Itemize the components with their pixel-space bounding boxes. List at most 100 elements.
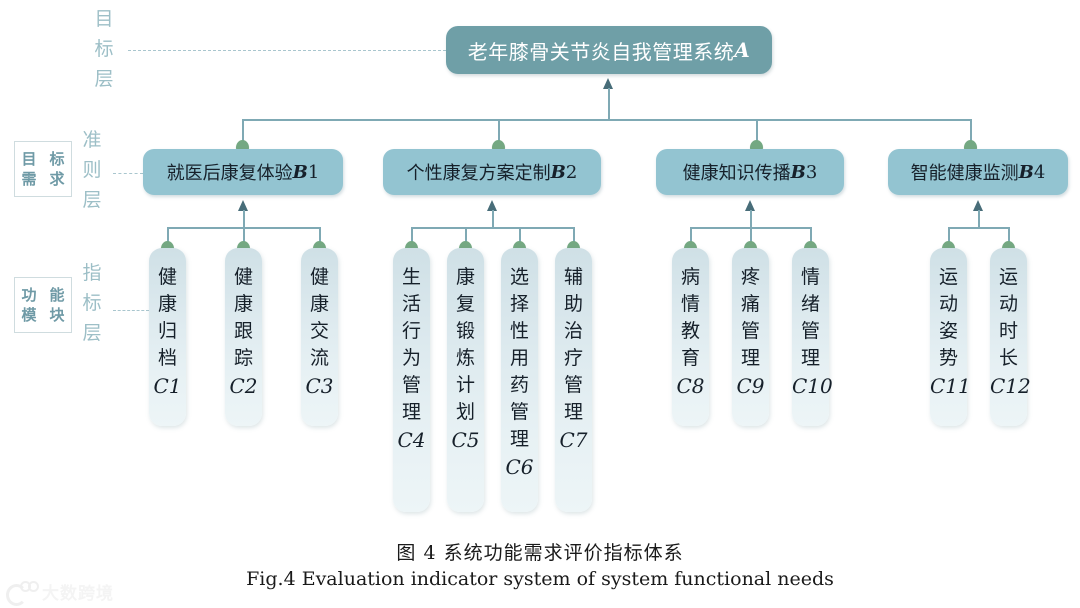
watermark-logo-icon (6, 580, 39, 606)
watermark-text: 大数跨境 (42, 584, 114, 604)
connector-trunk-b1 (243, 210, 245, 228)
node-indicator-code: C6 (505, 455, 534, 479)
node-indicator-C3[interactable]: 健康交流 C3 (301, 248, 338, 426)
node-indicator-C4[interactable]: 生活行为管理 C4 (393, 248, 430, 512)
connector-drop-c1 (167, 227, 169, 247)
node-indicator-code: C7 (559, 428, 588, 452)
node-indicator-code: C11 (930, 374, 971, 398)
axis-char: 则 (82, 159, 102, 181)
connector-trunk-b4 (978, 210, 980, 228)
node-indicator-code: C9 (736, 374, 765, 398)
node-goal-label: 老年膝骨关节炎自我管理系统 (467, 39, 735, 64)
node-indicator-C12[interactable]: 运动时长 C12 (990, 248, 1031, 426)
connector-drop-b2 (498, 119, 500, 146)
node-indicator-text: 情绪管理 C10 (792, 266, 833, 398)
node-indicator-C1[interactable]: 健康归档 C1 (149, 248, 186, 426)
node-indicator-C10[interactable]: 情绪管理 C10 (792, 248, 833, 426)
axis-char: 需 (21, 170, 37, 188)
axis-box-function-module: 功 能 模 块 (14, 277, 72, 333)
node-indicator-code: C4 (397, 428, 426, 452)
node-indicator-text: 病情教育 C8 (672, 264, 709, 399)
arrow-to-b4 (973, 200, 983, 211)
node-indicator-text: 疼痛管理 C9 (732, 264, 769, 399)
arrow-to-b1 (238, 200, 248, 211)
axis-char: 功 (21, 286, 37, 304)
node-goal-code: A (734, 38, 751, 62)
dashed-guide-indicator (113, 310, 149, 311)
connector-drop-c9 (750, 227, 752, 247)
connector-bus-criteria (242, 119, 970, 121)
connector-trunk-b2 (492, 210, 494, 228)
axis-char: 标 (82, 292, 102, 314)
dashed-guide-criteria (113, 173, 143, 174)
axis-char: 指 (82, 262, 102, 284)
arrow-to-b2 (487, 200, 497, 211)
node-indicator-code: C12 (990, 374, 1031, 398)
connector-drop-c2 (243, 227, 245, 247)
node-indicator-text: 健康交流 C3 (301, 264, 338, 399)
connector-drop-b1 (242, 119, 244, 146)
axis-char: 标 (49, 150, 65, 168)
axis-char: 求 (49, 170, 65, 188)
figure-caption-cn: 图 4 系统功能需求评价指标体系 (396, 542, 684, 564)
connector-drop-b4 (970, 119, 972, 146)
node-indicator-text: 健康跟踪 C2 (225, 264, 262, 399)
node-criteria-label: 个性康复方案定制 (406, 163, 551, 184)
node-criteria-code: B3 (790, 161, 818, 183)
connector-bus-b4 (948, 227, 1008, 229)
axis-char: 目 (94, 8, 114, 30)
node-indicator-text: 康复锻炼计划 C5 (447, 264, 484, 453)
axis-char: 准 (82, 129, 102, 151)
dashed-guide-goal (128, 50, 446, 51)
node-criteria-label: 就医后康复体验 (166, 163, 293, 184)
connector-drop-c4 (411, 227, 413, 247)
axis-char: 层 (82, 189, 102, 211)
node-indicator-C6[interactable]: 选择性用药管理 C6 (501, 248, 538, 512)
node-indicator-C5[interactable]: 康复锻炼计划 C5 (447, 248, 484, 512)
axis-label-criteria-layer: 准 则 层 (80, 125, 104, 215)
connector-drop-c3 (319, 227, 321, 247)
node-indicator-code: C5 (451, 428, 480, 452)
node-indicator-C11[interactable]: 运动姿势 C11 (930, 248, 971, 426)
axis-char: 能 (49, 286, 65, 304)
node-indicator-text: 选择性用药管理 C6 (501, 264, 538, 480)
node-criteria-code: B4 (1018, 161, 1046, 183)
node-indicator-C8[interactable]: 病情教育 C8 (672, 248, 709, 426)
node-indicator-text: 运动时长 C12 (990, 266, 1031, 398)
node-indicator-text: 辅助治疗管理 C7 (555, 264, 592, 453)
node-criteria-label: 智能健康监测 (910, 163, 1019, 184)
axis-label-indicator-layer: 指 标 层 (80, 258, 104, 348)
node-indicator-text: 健康归档 C1 (149, 264, 186, 399)
node-indicator-code: C10 (792, 374, 833, 398)
connector-drop-c6 (519, 227, 521, 247)
watermark: 大数跨境 (6, 579, 114, 606)
node-indicator-code: C8 (676, 374, 705, 398)
axis-char: 层 (94, 68, 114, 90)
connector-trunk-b3 (750, 210, 752, 228)
node-indicator-code: C1 (153, 374, 182, 398)
node-criteria-code: B1 (292, 161, 320, 183)
connector-trunk-goal (608, 88, 610, 120)
node-indicator-C9[interactable]: 疼痛管理 C9 (732, 248, 769, 426)
axis-box-goal-requirement: 目 标 需 求 (14, 141, 72, 197)
connector-drop-b3 (756, 119, 758, 146)
node-criteria-code: B2 (550, 161, 578, 183)
connector-bus-b2 (411, 227, 573, 229)
node-indicator-C7[interactable]: 辅助治疗管理 C7 (555, 248, 592, 512)
node-indicator-code: C2 (229, 374, 258, 398)
axis-char: 块 (49, 306, 65, 324)
node-indicator-C2[interactable]: 健康跟踪 C2 (225, 248, 262, 426)
figure-caption-en: Fig.4 Evaluation indicator system of sys… (246, 568, 834, 590)
axis-label-goal-layer: 目 标 层 (92, 4, 116, 94)
connector-drop-c12 (1008, 227, 1010, 247)
arrow-to-goal (603, 78, 613, 89)
axis-char: 模 (21, 306, 37, 324)
node-indicator-text: 运动姿势 C11 (930, 266, 971, 398)
node-indicator-code: C3 (305, 374, 334, 398)
